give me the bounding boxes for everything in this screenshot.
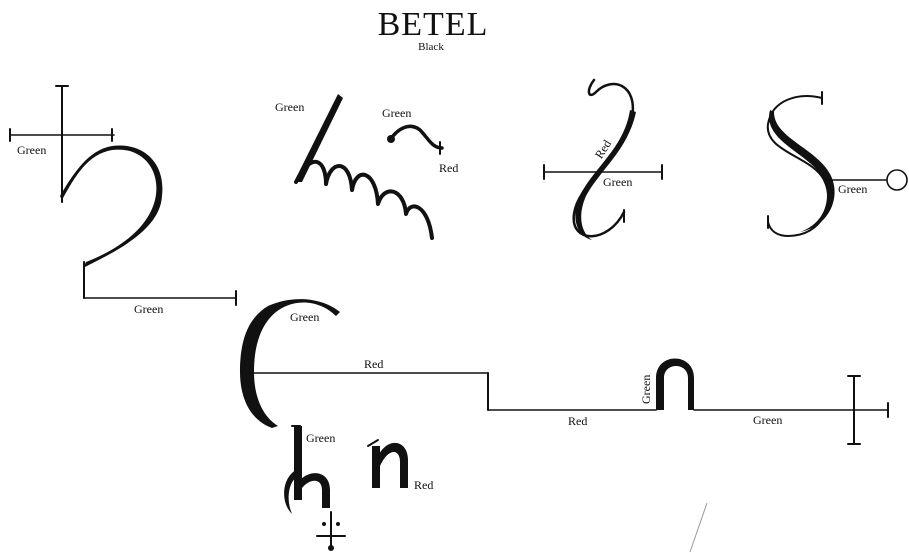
glyph-5-label-stem: Green [306, 431, 335, 445]
glyph-5-label-hump: Green [639, 375, 653, 404]
glyph-4: Green [766, 91, 908, 237]
glyph-4-s-thick [769, 110, 835, 232]
glyph-1-hook-stroke [60, 145, 163, 268]
glyph-4-circle-icon [886, 169, 908, 191]
glyph-5-stem [294, 426, 302, 500]
glyph-2-label-stroke: Green [275, 100, 304, 114]
glyph-5-dot-right [336, 522, 340, 526]
glyph-2-wave-stroke [294, 159, 434, 240]
glyph-3: Red Green [543, 78, 663, 240]
glyph-2-tilde-dot [387, 135, 395, 143]
glyph-3-label-bar: Green [603, 175, 632, 189]
page-title: BETEL [378, 6, 489, 43]
glyph-1-label-base: Green [134, 302, 163, 316]
page-subtitle: Black [418, 41, 444, 53]
glyph-5-hump [656, 358, 694, 410]
glyph-3-s-thick [575, 110, 636, 240]
glyph-2: Green Green Red [275, 94, 458, 240]
glyph-5-label-line-end: Green [753, 413, 782, 427]
glyph-2-tilde-stroke [388, 124, 444, 150]
glyph-5-stem-left-loop [284, 470, 298, 514]
glyph-5-label-line-upper: Red [364, 357, 383, 371]
glyph-2-label-tilde-side: Red [439, 161, 458, 175]
glyph-5: Green Red Red Green Green Green Red [240, 299, 889, 551]
stray-scan-mark [689, 502, 708, 553]
glyph-4-label-tail: Green [838, 182, 867, 196]
glyph-1: Green Green [9, 85, 237, 316]
glyph-2-diagonal-stroke [294, 94, 343, 182]
glyph-5-label-arc: Green [290, 310, 319, 324]
glyph-5-n-left-stem [372, 446, 380, 488]
glyph-5-dot-bottom [328, 545, 334, 551]
glyph-5-stem-hook [300, 473, 330, 508]
glyph-5-label-n: Red [414, 478, 433, 492]
glyph-1-label-cross: Green [17, 143, 46, 157]
glyph-5-label-line-lower: Red [568, 414, 587, 428]
glyph-5-n-serif [367, 439, 379, 447]
glyph-5-n-arch [378, 442, 408, 488]
glyph-2-label-tilde-top: Green [382, 106, 411, 120]
glyph-5-dot-left [322, 522, 326, 526]
